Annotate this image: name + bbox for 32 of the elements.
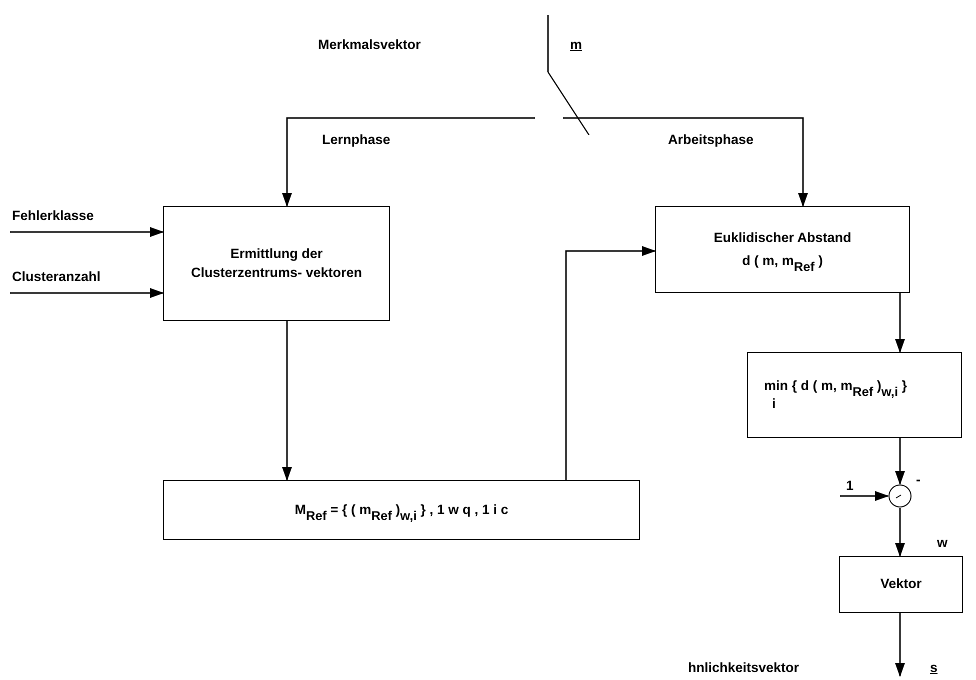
arrow xyxy=(895,293,905,353)
signal-label: w xyxy=(937,535,948,550)
signal-label: Arbeitsphase xyxy=(668,132,754,147)
box-text: Ermittlung der Clusterzentrums- vektoren xyxy=(190,245,364,282)
box-text: Vektor xyxy=(880,575,922,594)
arrow xyxy=(595,117,808,207)
signal-label: s xyxy=(930,660,938,675)
arrow xyxy=(895,438,905,485)
signal-label: hnlichkeitsvektor xyxy=(688,660,800,675)
process-box xyxy=(163,206,390,321)
arrow xyxy=(895,613,905,677)
box-subtext: i xyxy=(771,395,776,413)
process-box xyxy=(163,480,640,540)
signal-label: m xyxy=(570,37,582,52)
arrow xyxy=(10,288,164,298)
summing-junction xyxy=(888,484,912,508)
process-box xyxy=(655,206,910,293)
process-box xyxy=(839,556,963,613)
arrow xyxy=(840,491,889,501)
signal-label: Clusteranzahl xyxy=(12,269,101,284)
signal-label: 1 xyxy=(846,478,854,493)
signal-label: Lernphase xyxy=(322,132,390,147)
signal-label: Fehlerklasse xyxy=(12,208,94,223)
arrow xyxy=(895,508,905,557)
arrow xyxy=(282,321,292,481)
box-text: Euklidischer Abstand xyxy=(714,229,852,248)
arrow xyxy=(282,117,535,207)
signal-label: Merkmalsvektor xyxy=(318,37,421,52)
arrow xyxy=(10,227,164,237)
arrow xyxy=(565,246,656,480)
process-box xyxy=(747,352,962,438)
signal-label: - xyxy=(916,472,920,487)
